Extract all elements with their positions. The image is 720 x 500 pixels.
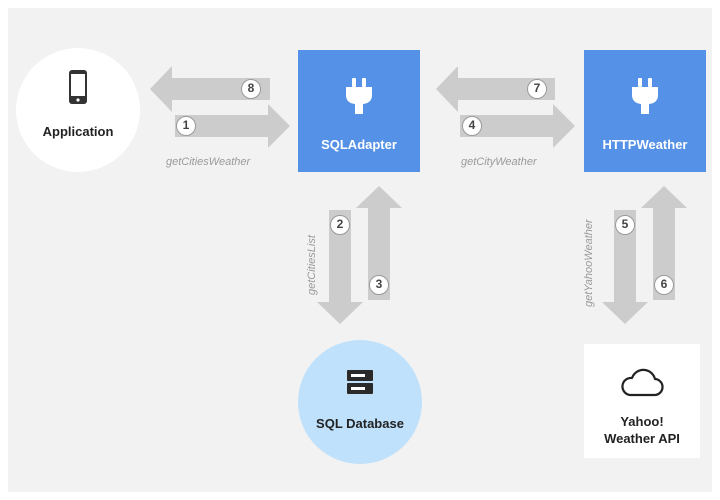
arrow-step-3 bbox=[356, 186, 402, 300]
step-badge-3: 3 bbox=[369, 275, 389, 295]
step-badge-7: 7 bbox=[527, 79, 547, 99]
smartphone-icon bbox=[69, 70, 87, 104]
arrow-step-2 bbox=[317, 210, 363, 324]
sql-adapter-node[interactable]: SQLAdapter bbox=[298, 50, 420, 172]
weather-api-label-line2: Weather API bbox=[604, 431, 680, 446]
arrow-step-4 bbox=[460, 104, 575, 148]
application-node[interactable]: Application bbox=[16, 48, 140, 172]
method-label-get-city-weather: getCityWeather bbox=[461, 156, 537, 168]
sql-database-label: SQL Database bbox=[316, 416, 404, 431]
arrow-step-7 bbox=[436, 66, 555, 112]
arrow-step-8 bbox=[150, 66, 270, 112]
application-label: Application bbox=[42, 124, 114, 139]
sql-adapter-label: SQLAdapter bbox=[321, 137, 397, 152]
arrow-step-5 bbox=[602, 210, 648, 324]
method-label-get-yahoo-weather: getYahooWeather bbox=[583, 219, 595, 307]
step-badge-4: 4 bbox=[462, 116, 482, 136]
plug-icon bbox=[346, 78, 372, 114]
method-label-get-cities-list: getCitiesList bbox=[306, 235, 318, 295]
http-weather-label: HTTPWeather bbox=[602, 137, 688, 152]
server-icon bbox=[347, 370, 373, 394]
step-badge-1: 1 bbox=[176, 116, 196, 136]
method-label-get-cities-weather: getCitiesWeather bbox=[166, 156, 251, 168]
step-badge-8: 8 bbox=[241, 79, 261, 99]
step-badge-5: 5 bbox=[615, 215, 635, 235]
arrow-step-1 bbox=[175, 104, 290, 148]
step-badge-6: 6 bbox=[654, 275, 674, 295]
arrow-step-6 bbox=[641, 186, 687, 300]
sql-database-node[interactable]: SQL Database bbox=[298, 340, 422, 464]
http-weather-node[interactable]: HTTPWeather bbox=[584, 50, 706, 172]
weather-api-node[interactable]: Yahoo! Weather API bbox=[584, 344, 700, 458]
plug-icon bbox=[632, 78, 658, 114]
step-badge-2: 2 bbox=[330, 215, 350, 235]
weather-api-label-line1: Yahoo! bbox=[620, 414, 664, 429]
cloud-icon bbox=[621, 368, 664, 397]
